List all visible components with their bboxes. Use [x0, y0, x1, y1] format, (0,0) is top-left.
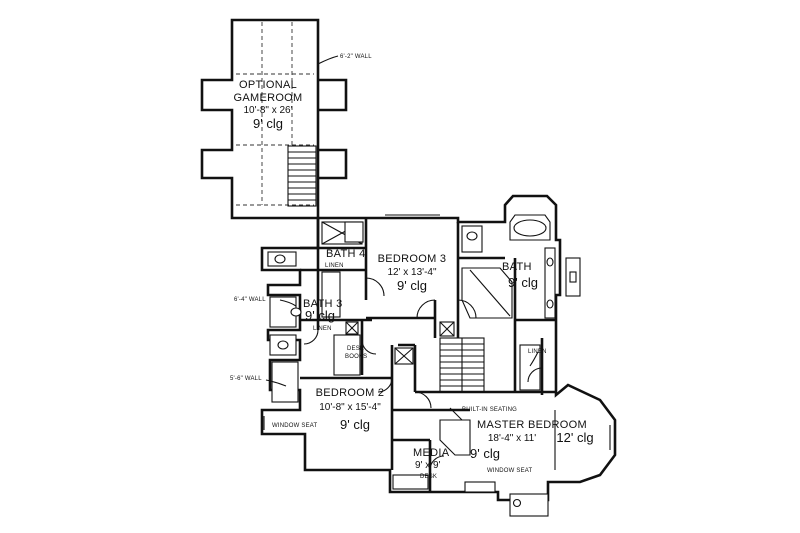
- wall-height-note-bath3: 6'-4" WALL: [234, 297, 266, 303]
- linen-label-master: LINEN: [528, 349, 547, 355]
- bedroom3-ceiling: 9' clg: [397, 278, 427, 293]
- bath3-ceiling: 9' clg: [305, 308, 335, 323]
- media-title: MEDIA: [413, 447, 450, 459]
- gameroom-size: 10'-8" x 26': [243, 105, 292, 116]
- builtin-seating-label: BUILT-IN SEATING: [462, 407, 517, 413]
- bedroom2-title: BEDROOM 2: [316, 387, 385, 399]
- master-bath-title: BATH: [502, 261, 532, 273]
- interior-walls: [300, 218, 556, 492]
- master-bedroom-ceiling-secondary: 9' clg: [470, 446, 500, 461]
- fixtures: [267, 214, 556, 493]
- exterior-details: [509, 257, 581, 517]
- desk-label-media: DESK: [420, 474, 437, 480]
- windows: [263, 214, 611, 470]
- bedroom2-ceiling: 9' clg: [340, 417, 370, 432]
- door-swings: [303, 277, 543, 471]
- wall-height-note-bedroom2: 5'-6" WALL: [230, 376, 262, 382]
- main-outline: [260, 194, 617, 502]
- wall-height-note-gameroom: 6'-2" WALL: [340, 54, 372, 60]
- gameroom-ceiling: 9' clg: [253, 116, 283, 131]
- main-stair: [439, 337, 485, 393]
- leader-lines: [265, 299, 539, 421]
- bedroom3-title: BEDROOM 3: [378, 253, 447, 265]
- gameroom-wing: [200, 18, 348, 220]
- bedroom3-size: 12' x 13'-4": [387, 267, 437, 278]
- master-bedroom-title: MASTER BEDROOM: [477, 419, 587, 431]
- bath4-title: BATH 4: [326, 248, 366, 260]
- linen-label-bath3: LINEN: [313, 326, 332, 332]
- master-bath-ceiling: 9' clg: [508, 275, 538, 290]
- master-bedroom-ceiling: 12' clg: [556, 430, 593, 445]
- linen-label-bath4: LINEN: [325, 263, 344, 269]
- window-seat-label-bedroom2: WINDOW SEAT: [272, 423, 318, 429]
- gameroom-stair-treads: [288, 151, 316, 201]
- gameroom-title-line1: OPTIONAL: [239, 79, 297, 91]
- master-bedroom-size: 18'-4" x 11': [488, 433, 536, 444]
- bath3-title: BATH 3: [303, 298, 343, 310]
- window-seat-label-master: WINDOW SEAT: [487, 468, 533, 474]
- bedroom2-size: 10'-8" x 15'-4": [319, 402, 381, 413]
- desk-label-bedroom2: DESK: [347, 346, 364, 352]
- books-label-bedroom2: BOOKS: [345, 354, 367, 360]
- gameroom-title-line2: GAMEROOM: [233, 92, 302, 104]
- media-size: 9' x 9': [415, 460, 441, 471]
